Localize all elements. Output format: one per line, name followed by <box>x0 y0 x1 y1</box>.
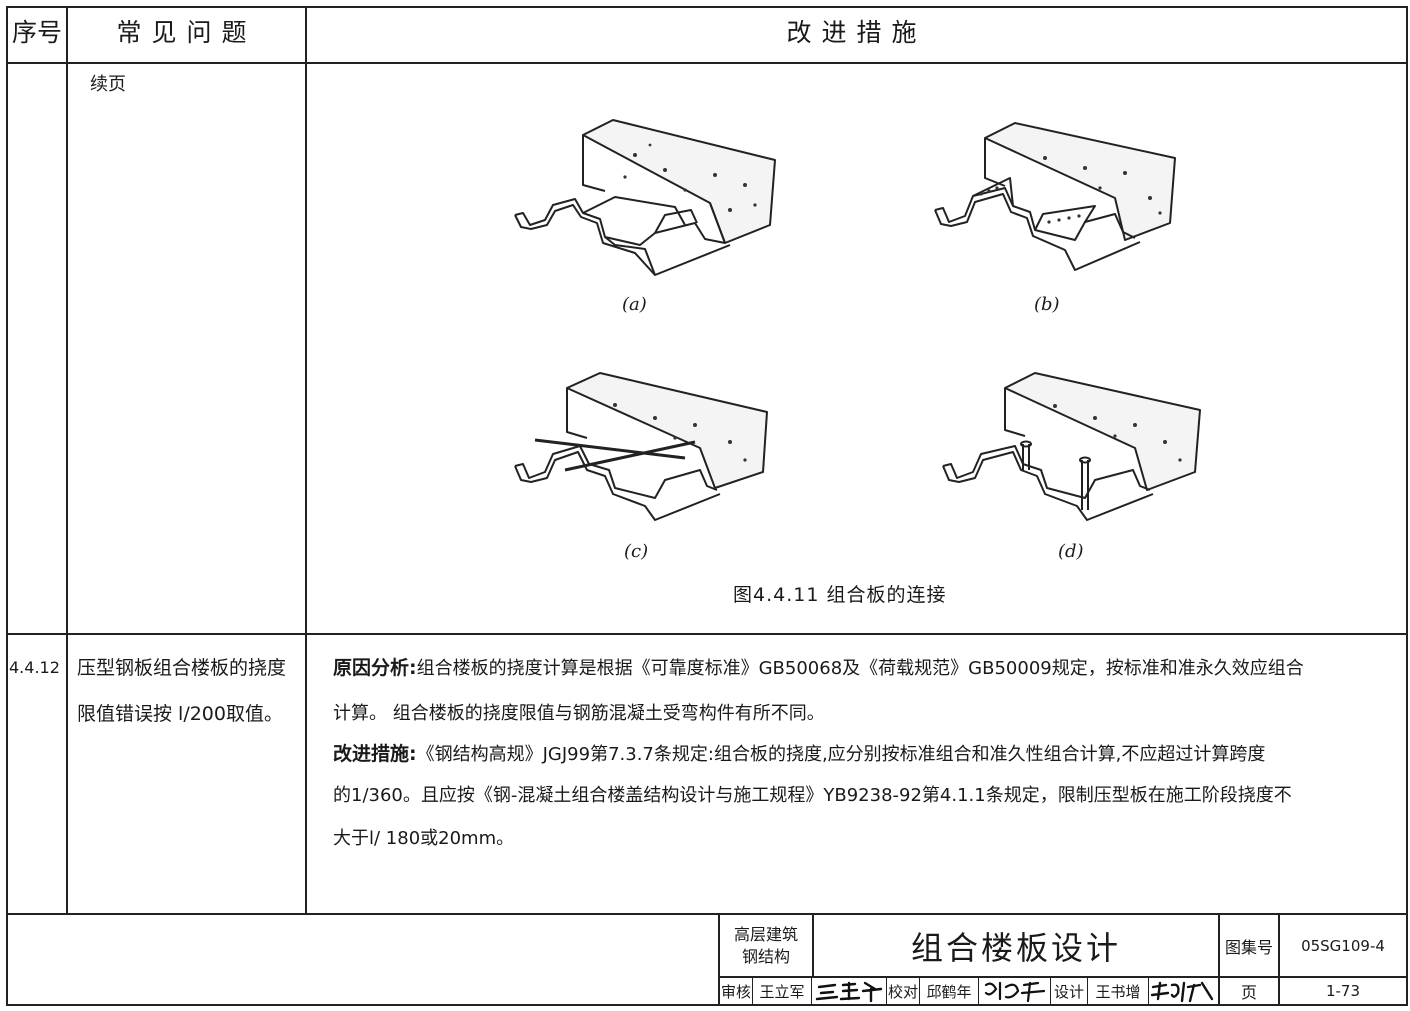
measure-text-1: 《钢结构高规》JGJ99第7.3.7条规定:组合板的挠度,应分别按标准组合和准久… <box>416 744 1266 765</box>
figure-a <box>514 119 776 276</box>
tb-s3 <box>886 978 887 1004</box>
cause-label: 原因分析: <box>333 657 417 679</box>
figure-b <box>934 122 1176 271</box>
tb-s4 <box>919 978 920 1004</box>
problem-line-1: 压型钢板组合楼板的挠度 <box>77 657 287 679</box>
border-right <box>1406 6 1408 1006</box>
tb-title: 组合楼板设计 <box>910 929 1121 967</box>
tb-s1 <box>752 978 753 1004</box>
tb-v3 <box>1218 913 1220 1006</box>
caption-b: (b) <box>1034 294 1060 315</box>
header-divider <box>6 62 1408 64</box>
border-bottom <box>6 1004 1408 1006</box>
measure-line-1: 改进措施:《钢结构高规》JGJ99第7.3.7条规定:组合板的挠度,应分别按标准… <box>333 731 1265 778</box>
tb-page-no: 1-73 <box>1325 982 1361 1000</box>
tb-s5 <box>978 978 979 1004</box>
reviewer-signature <box>815 981 883 1003</box>
tb-v4 <box>1278 913 1280 1006</box>
item-number: 4.4.12 <box>9 658 60 677</box>
tb-category-line-2: 钢结构 <box>741 947 790 966</box>
tb-h1 <box>718 976 1408 978</box>
header-no: 序号 <box>11 18 62 47</box>
header-measure: 改进措施 <box>786 18 927 47</box>
tb-page-label: 页 <box>1240 983 1257 1002</box>
tb-category: 高层建筑 钢结构 <box>720 916 812 976</box>
figure-title: 图4.4.11 组合板的连接 <box>733 584 947 606</box>
table-bottom <box>6 913 1408 915</box>
tb-atlas-label: 图集号 <box>1224 938 1273 957</box>
tb-review-label: 审核 <box>720 982 751 1001</box>
tb-atlas-no: 05SG109-4 <box>1301 937 1385 955</box>
row-divider <box>6 633 1408 635</box>
caption-a: (a) <box>622 294 647 315</box>
tb-reviewer: 王立军 <box>759 982 805 1001</box>
problem-line-2: 限值错误按 l/200取值。 <box>77 703 283 725</box>
tb-designer: 王书增 <box>1095 982 1141 1001</box>
measure-label: 改进措施: <box>333 743 417 765</box>
tb-design-label: 设计 <box>1053 982 1084 1001</box>
tb-s6 <box>1050 978 1051 1004</box>
tb-v1 <box>718 913 720 1006</box>
cause-line-2: 计算。 组合楼板的挠度限值与钢筋混凝土受弯构件有所不同。 <box>333 703 825 724</box>
checker-signature <box>984 981 1046 1003</box>
border-top <box>6 6 1408 8</box>
figure-c <box>514 372 768 521</box>
caption-d: (d) <box>1058 541 1084 562</box>
tb-category-line-1: 高层建筑 <box>733 925 798 944</box>
cause-text-1: 组合楼板的挠度计算是根据《可靠度标准》GB50068及《荷载规范》GB50009… <box>416 658 1304 679</box>
border-left <box>6 6 8 1006</box>
tb-s7 <box>1087 978 1088 1004</box>
col-divider-2 <box>305 6 307 914</box>
continuation-label: 续页 <box>90 74 126 95</box>
tb-s8 <box>1148 978 1149 1004</box>
cause-line-1: 原因分析:组合楼板的挠度计算是根据《可靠度标准》GB50068及《荷载规范》GB… <box>333 645 1304 692</box>
measure-line-2: 的1/360。且应按《钢-混凝土组合楼盖结构设计与施工规程》YB9238-92第… <box>333 785 1292 806</box>
tb-s2 <box>811 978 812 1004</box>
measure-line-3: 大于l/ 180或20mm。 <box>333 828 515 849</box>
tb-check-label: 校对 <box>887 982 918 1001</box>
figure-d <box>942 372 1201 521</box>
tb-checker: 邱鹤年 <box>926 982 972 1001</box>
col-divider-1 <box>66 6 68 914</box>
designer-signature <box>1150 981 1214 1003</box>
caption-c: (c) <box>624 541 649 562</box>
tb-v2 <box>812 913 814 977</box>
header-problem: 常见问题 <box>116 18 257 47</box>
